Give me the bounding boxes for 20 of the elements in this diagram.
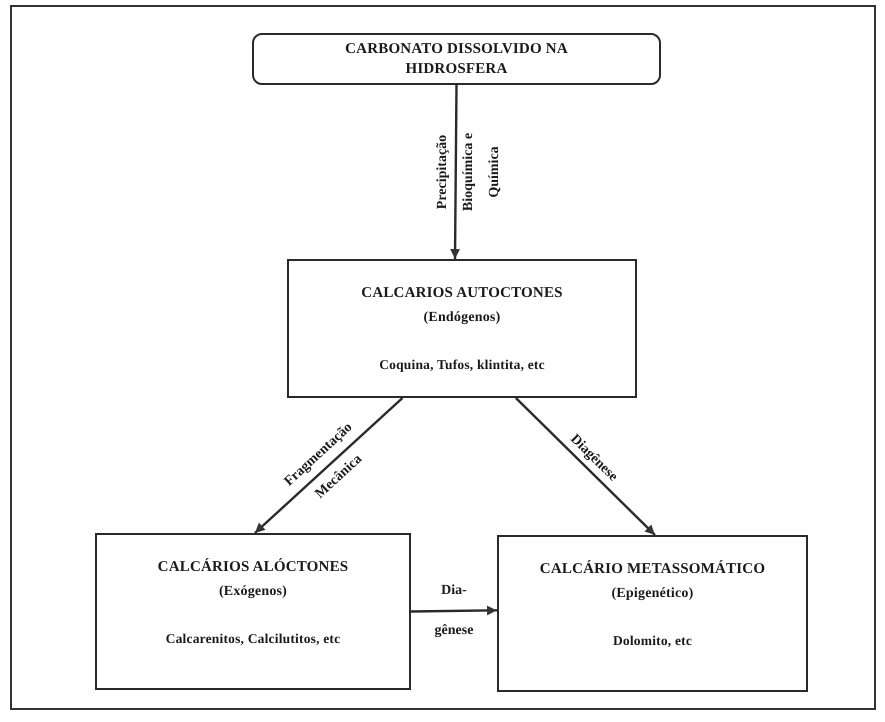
box-examples: Calcarenitos, Calcilutitos, etc	[166, 630, 340, 648]
rounded-box	[252, 33, 661, 85]
box-examples: Dolomito, etc	[612, 632, 692, 650]
box-subtitle: (Endógenos)	[424, 309, 500, 328]
box-title: CARBONATO DISSOLVIDO NA HIDROSFERA	[344, 40, 569, 79]
box-examples: Coquina, Tufos, klintita, etc	[379, 356, 545, 374]
arrow	[410, 606, 498, 616]
process-box	[287, 259, 637, 398]
arrow	[254, 397, 404, 534]
box-subtitle: (Epigenético)	[612, 585, 694, 604]
box-title: CALCÁRIO METASSOMÁTICO	[540, 559, 766, 579]
box-title: CALCÁRIOS ALÓCTONES	[158, 557, 348, 577]
process-box	[497, 535, 808, 692]
box-title: CALCARIOS AUTOCTONES	[361, 284, 563, 303]
arrow	[515, 397, 656, 536]
process-box	[95, 533, 411, 690]
box-subtitle: (Exógenos)	[218, 583, 288, 602]
arrow	[450, 85, 460, 259]
edge-label: Precipitação Bioquímica e Química	[434, 132, 503, 214]
edge-label: Dia- gênese	[434, 582, 474, 640]
